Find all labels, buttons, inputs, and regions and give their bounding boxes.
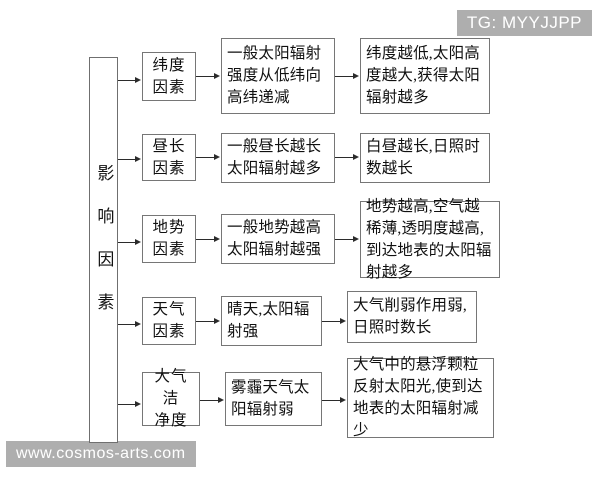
outcome-node-3: 地势越高,空气越稀薄,透明度越高,到达地表的太阳辐射越多 xyxy=(360,198,500,281)
arrow-factor-2-to-middle-2 xyxy=(196,153,221,162)
arrow-middle-1-to-outcome-1 xyxy=(335,72,360,81)
middle-node-3-text: 一般地势越高太阳辐射越强 xyxy=(227,219,322,258)
factor-node-4-label: 天气 因素 xyxy=(152,301,186,340)
outcome-node-4-text: 大气削弱作用弱,日照时数长 xyxy=(353,297,467,336)
middle-node-2: 一般昼长越长太阳辐射越多 xyxy=(221,133,335,183)
arrow-trunk-to-factor-5 xyxy=(118,400,142,409)
outcome-node-2-text: 白昼越长,日照时数越长 xyxy=(366,138,480,177)
outcome-node-3-text: 地势越高,空气越稀薄,透明度越高,到达地表的太阳辐射越多 xyxy=(366,197,492,281)
trunk-label: 影响因素 xyxy=(94,164,114,336)
trunk-node-influencing-factors: 影响因素 xyxy=(89,57,118,443)
site-watermark: www.cosmos-arts.com xyxy=(6,441,196,467)
middle-node-4-text: 晴天,太阳辐射强 xyxy=(227,301,310,340)
arrow-trunk-to-factor-3 xyxy=(118,238,142,247)
factor-node-1: 纬度 因素 xyxy=(142,52,196,101)
middle-node-3: 一般地势越高太阳辐射越强 xyxy=(221,214,335,264)
middle-node-1-text: 一般太阳辐射强度从低纬向高纬递减 xyxy=(227,45,322,106)
arrow-trunk-to-factor-2 xyxy=(118,155,142,164)
middle-node-2-text: 一般昼长越长太阳辐射越多 xyxy=(227,138,322,177)
outcome-node-2: 白昼越长,日照时数越长 xyxy=(360,133,490,183)
middle-node-5-text: 雾霾天气太阳辐射弱 xyxy=(231,379,310,418)
factor-node-2-label: 昼长 因素 xyxy=(152,137,186,177)
outcome-node-5-text: 大气中的悬浮颗粒反射太阳光,使到达地表的太阳辐射减少 xyxy=(353,356,483,439)
arrow-middle-3-to-outcome-3 xyxy=(335,235,360,244)
arrow-factor-4-to-middle-4 xyxy=(196,317,221,326)
arrow-middle-2-to-outcome-2 xyxy=(335,153,360,162)
factor-node-1-label: 纬度 因素 xyxy=(152,56,186,96)
factor-node-3: 地势 因素 xyxy=(142,215,196,263)
arrow-middle-4-to-outcome-4 xyxy=(322,317,347,326)
arrow-factor-3-to-middle-3 xyxy=(196,235,221,244)
telegram-watermark: TG: MYYJJPP xyxy=(456,10,592,36)
factor-node-3-label: 地势 因素 xyxy=(152,219,186,258)
outcome-node-5: 大气中的悬浮颗粒反射太阳光,使到达地表的太阳辐射减少 xyxy=(347,356,494,439)
outcome-node-4: 大气削弱作用弱,日照时数长 xyxy=(347,291,477,343)
middle-node-1: 一般太阳辐射强度从低纬向高纬递减 xyxy=(221,38,335,114)
middle-node-5: 雾霾天气太阳辐射弱 xyxy=(225,372,322,426)
factor-node-2: 昼长 因素 xyxy=(142,134,196,181)
arrow-trunk-to-factor-1 xyxy=(118,76,142,85)
factor-node-5-label: 大气洁 净度 xyxy=(154,368,188,429)
arrow-trunk-to-factor-4 xyxy=(118,320,142,329)
arrow-factor-5-to-middle-5 xyxy=(200,396,225,405)
factor-node-4: 天气 因素 xyxy=(142,297,196,345)
outcome-node-1: 纬度越低,太阳高度越大,获得太阳辐射越多 xyxy=(360,38,490,114)
arrow-factor-1-to-middle-1 xyxy=(196,72,221,81)
factor-node-5: 大气洁 净度 xyxy=(142,368,200,429)
middle-node-4: 晴天,太阳辐射强 xyxy=(221,296,322,346)
outcome-node-1-text: 纬度越低,太阳高度越大,获得太阳辐射越多 xyxy=(366,45,480,106)
arrow-middle-5-to-outcome-5 xyxy=(322,396,347,405)
